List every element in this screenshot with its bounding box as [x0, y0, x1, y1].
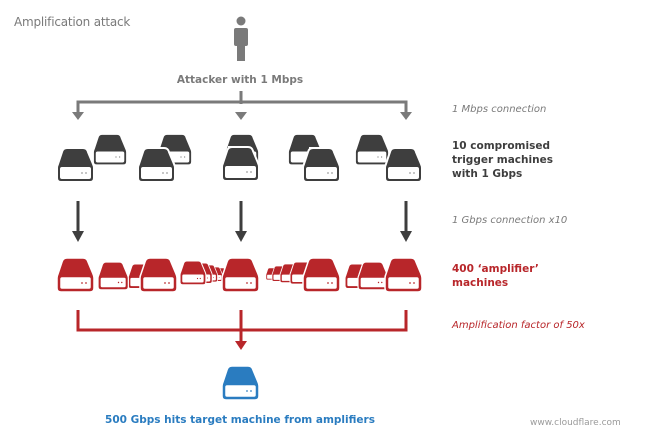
attacker-connector	[76, 91, 408, 115]
trigger-connector	[76, 201, 408, 232]
server-icon	[302, 147, 341, 183]
server-icon	[56, 257, 95, 293]
amplification-factor-note: Amplification factor of 50x	[452, 320, 585, 331]
trigger-label-line: 10 compromised	[452, 140, 550, 152]
amplifier-label-line: 400 ‘amplifier’	[452, 263, 539, 275]
attacker-connection-note: 1 Mbps connection	[452, 104, 547, 115]
trigger-arrowheads	[72, 231, 412, 242]
target-machine	[221, 365, 260, 401]
person-icon	[234, 16, 248, 61]
server-icon	[354, 133, 390, 167]
server-icon	[221, 365, 260, 401]
arrow-down-icon	[400, 231, 412, 242]
target-label: 500 Gbps hits target machine from amplif…	[105, 414, 375, 426]
amplifier-machines	[56, 257, 423, 293]
server-icon	[221, 146, 260, 182]
server-icon	[221, 257, 260, 293]
arrow-down-icon	[72, 112, 84, 120]
attacker-arrowheads	[72, 112, 412, 120]
trigger-machines-label: 10 compromised trigger machines with 1 G…	[452, 139, 553, 181]
trigger-machines	[56, 133, 423, 183]
server-icon	[97, 261, 129, 291]
server-icon	[357, 261, 389, 291]
server-icon	[179, 260, 207, 286]
attacker-label: Attacker with 1 Mbps	[176, 74, 304, 86]
trigger-connection-note: 1 Gbps connection x10	[452, 215, 568, 226]
server-icon	[139, 257, 178, 293]
server-icon	[56, 147, 95, 183]
trigger-label-line: trigger machines	[452, 154, 553, 166]
arrow-down-icon	[235, 341, 247, 350]
credit-link[interactable]: www.cloudflare.com	[530, 418, 621, 428]
amplifier-connector	[76, 310, 408, 342]
diagram-title: Amplification attack	[14, 15, 131, 29]
arrow-down-icon	[235, 112, 247, 120]
server-icon	[384, 147, 423, 183]
arrow-down-icon	[72, 231, 84, 242]
server-icon	[92, 133, 128, 167]
amplifier-machines-label: 400 ‘amplifier’ machines	[452, 262, 539, 290]
server-icon	[302, 257, 341, 293]
arrow-down-icon	[235, 231, 247, 242]
amplifier-label-line: machines	[452, 277, 509, 289]
trigger-label-line: with 1 Gbps	[452, 168, 523, 180]
arrow-down-icon	[400, 112, 412, 120]
server-icon	[137, 147, 176, 183]
server-icon	[384, 257, 423, 293]
